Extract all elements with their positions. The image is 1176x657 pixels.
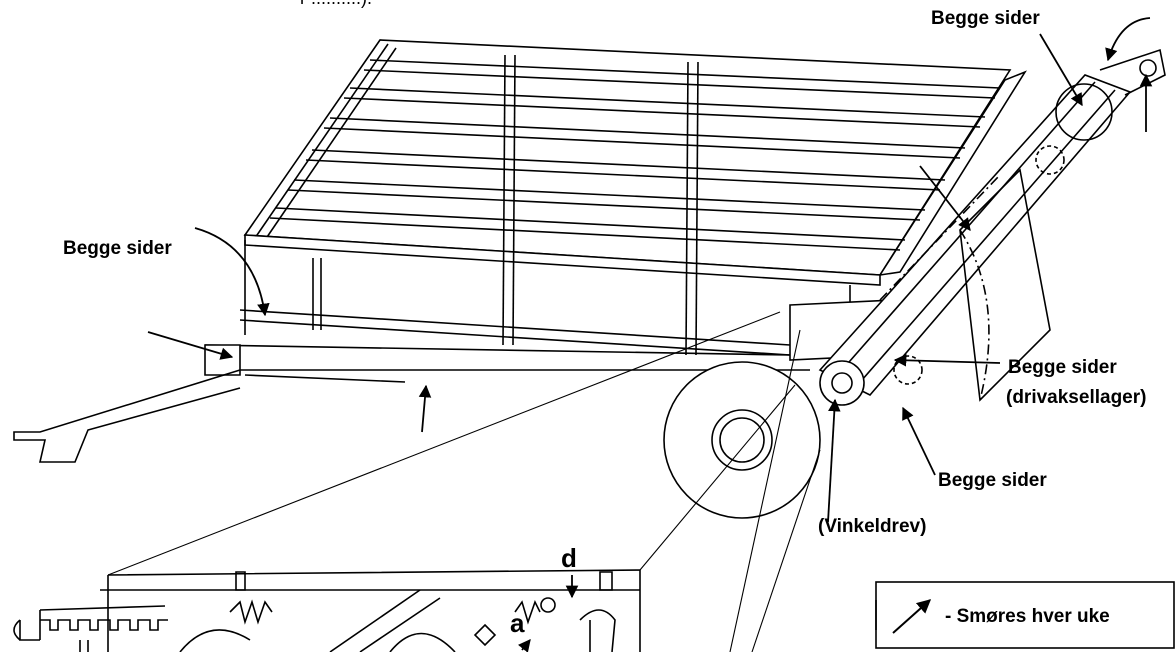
label-angle-gear: (Vinkeldrev): [818, 516, 926, 537]
arrow-icon: [892, 599, 932, 634]
arrow-lower-right: [902, 406, 936, 476]
label-top-right-both-sides: Begge sider: [931, 8, 1040, 29]
label-detail-d: d: [561, 543, 577, 573]
clipped-header-text: r ..........).: [300, 0, 372, 8]
detail-projection-lines: [107, 311, 821, 653]
label-drive-shaft-bearing: (drivaksellager): [1006, 387, 1146, 408]
arrow-top-right-both-sides: [1039, 33, 1083, 107]
legend-text: - Smøres hver uke: [945, 606, 1110, 627]
arrow-detail-a: [517, 639, 531, 653]
platform-bed: [243, 39, 1027, 356]
arrow-elevator-mid: [919, 165, 971, 231]
arrow-left-frame: [147, 331, 234, 360]
arrow-frame-bottom: [418, 384, 432, 433]
label-left-both-sides: Begge sider: [63, 238, 172, 259]
label-drive-shaft-both-sides: Begge sider: [1008, 357, 1117, 378]
label-lower-right-both-sides: Begge sider: [938, 470, 1047, 491]
detail-inset: [13, 569, 641, 653]
label-detail-a: a: [510, 608, 525, 638]
arrow-top-right-curve: [1105, 17, 1151, 62]
legend-box: - Smøres hver uke: [875, 581, 1175, 649]
arrow-angle-gear: [827, 398, 841, 523]
arrow-drive-shaft: [893, 354, 1001, 367]
arrow-left-both-sides: [194, 227, 270, 317]
lubrication-arrows: [147, 17, 1153, 653]
wheel: [663, 361, 821, 519]
